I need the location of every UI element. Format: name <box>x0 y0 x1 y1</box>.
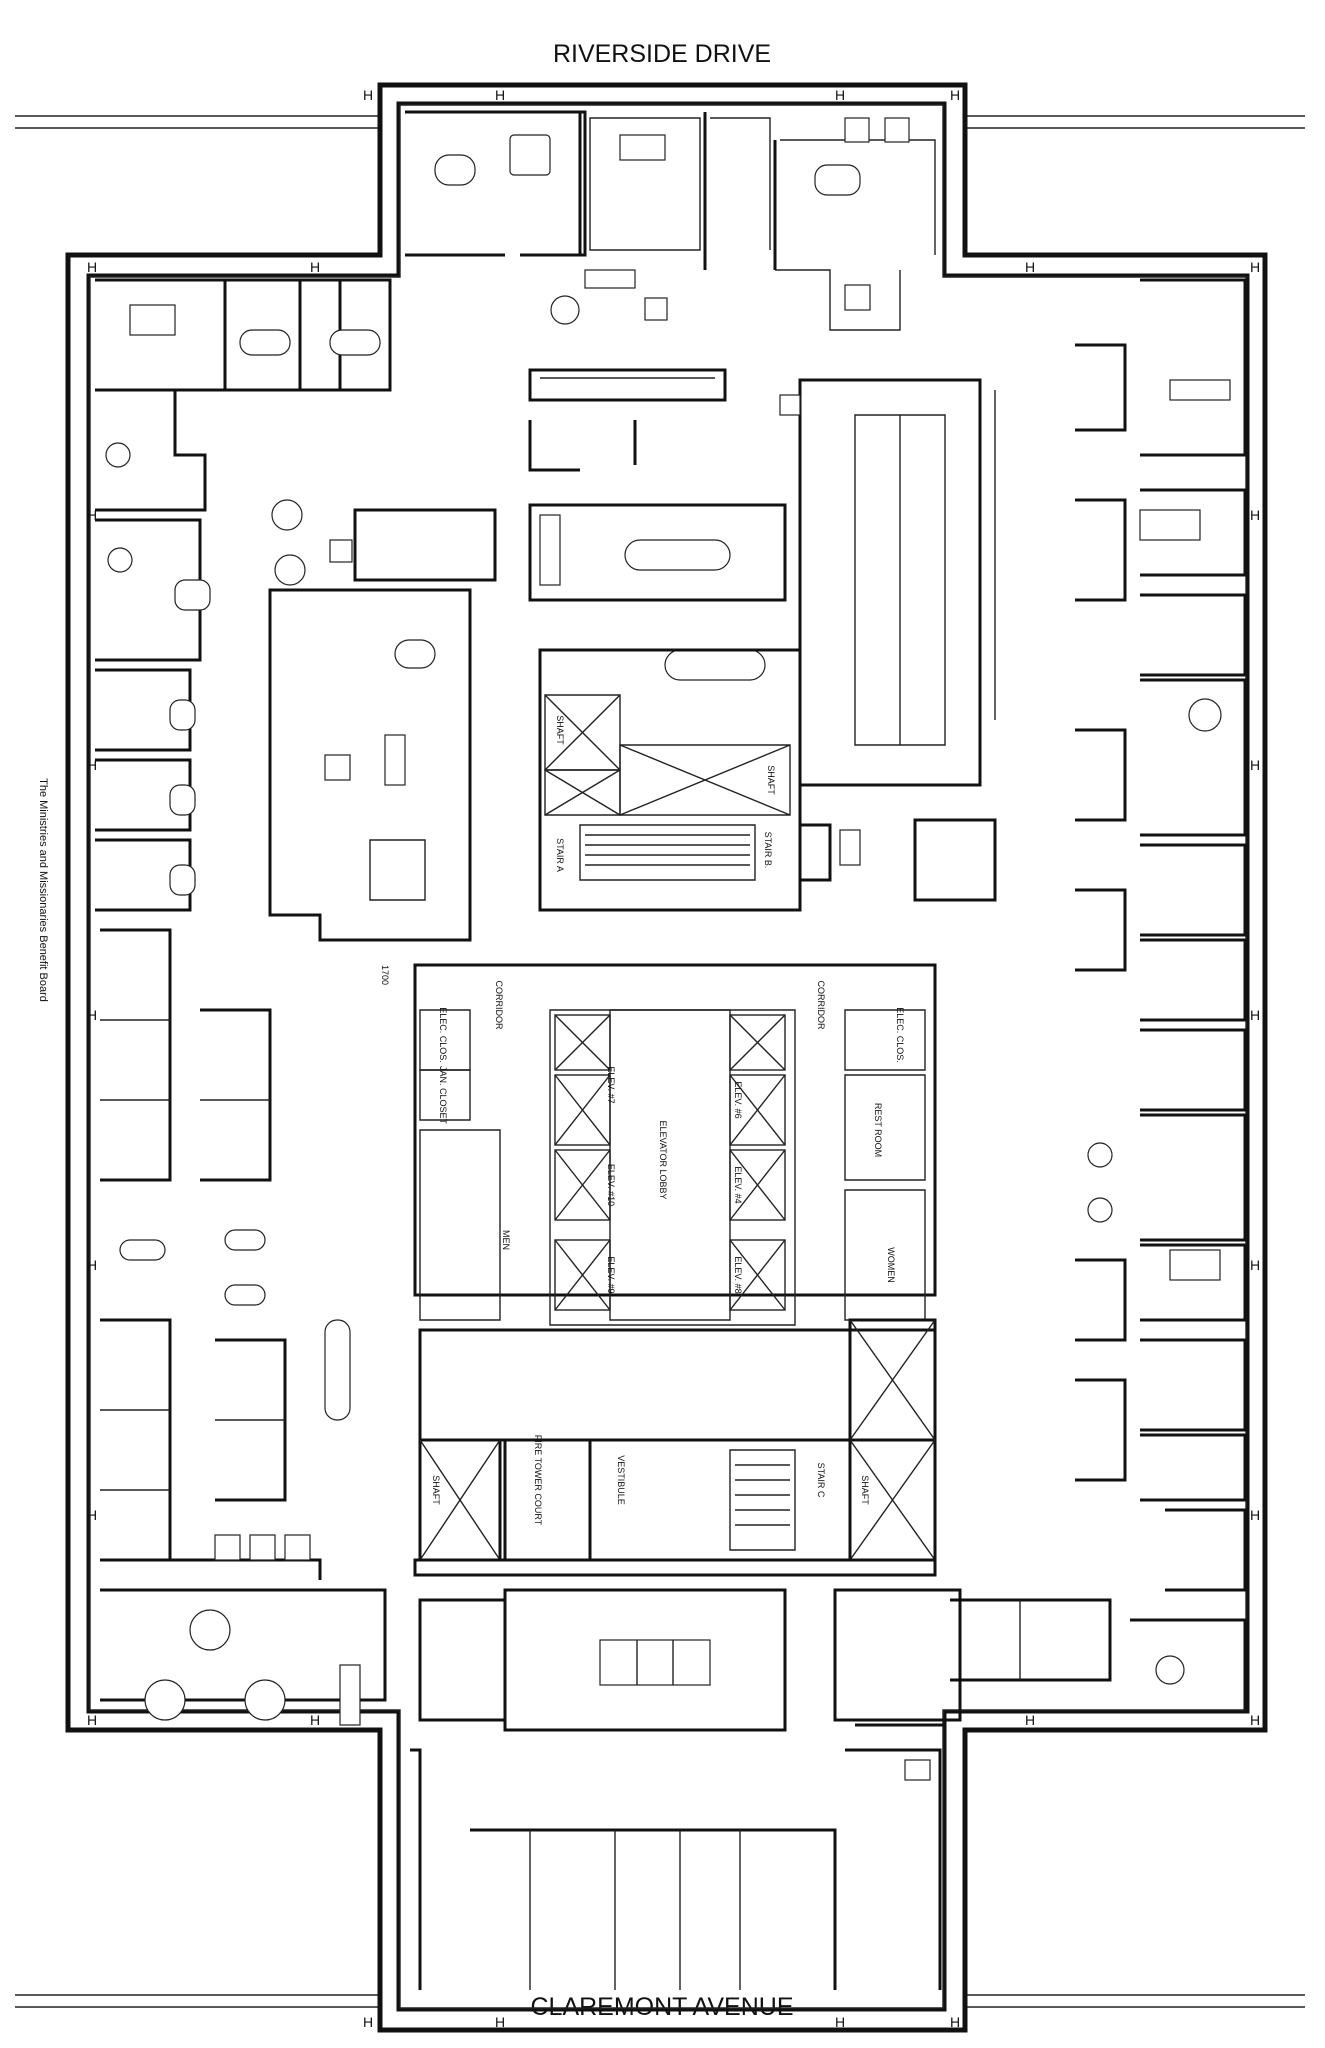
elev-10-label: ELEV. #10 <box>606 1164 616 1206</box>
heater-marker: H <box>1250 1007 1260 1023</box>
firm-name-label: The Ministries and Missionaries Benefit … <box>37 778 49 1002</box>
heater-marker: H <box>1250 1507 1260 1523</box>
elec-clos-right-label: ELEC. CLOS. <box>895 1007 905 1063</box>
lower-left-meeting <box>100 1588 387 1726</box>
elev-9-label: ELEV. #9 <box>606 1256 616 1293</box>
heater-marker: H <box>495 87 505 103</box>
heater-marker: H <box>87 1007 97 1023</box>
left-offices <box>95 278 392 912</box>
elec-clos-left-label: ELEC. CLOS. <box>438 1007 448 1063</box>
heater-marker: H <box>363 2014 373 2030</box>
heater-marker: H <box>87 1257 97 1273</box>
outer-walls <box>65 82 1268 2033</box>
street-lines <box>15 115 1305 2008</box>
heater-marker: H <box>1250 1257 1260 1273</box>
left-workstations <box>100 928 351 1580</box>
women-label: WOMEN <box>886 1247 896 1283</box>
heater-marker: H <box>495 2014 505 2030</box>
heater-marker: H <box>1025 1712 1035 1728</box>
shaft-label-2: SHAFT <box>766 765 776 795</box>
heater-marker: H <box>87 1712 97 1728</box>
heater-marker: H <box>310 1712 320 1728</box>
heater-marker: H <box>950 2014 960 2030</box>
room-labels: The Ministries and Missionaries Benefit … <box>37 715 905 1526</box>
suite-1700-room <box>268 499 497 942</box>
building-core <box>413 648 937 1577</box>
elevator-lobby-label: ELEVATOR LOBBY <box>658 1120 668 1199</box>
upper-center-offices <box>528 368 997 902</box>
street-bottom-label: CLAREMONT AVENUE <box>530 1993 793 2021</box>
elev-7-label: ELEV. #7 <box>606 1066 616 1103</box>
heater-marker: H <box>1025 259 1035 275</box>
right-offices <box>1075 278 1247 1710</box>
heater-marker: H <box>87 259 97 275</box>
heater-marker: H <box>310 259 320 275</box>
top-wing-offices <box>405 110 936 331</box>
heater-marker: H <box>835 87 845 103</box>
heater-marker: H <box>1250 757 1260 773</box>
stair-c-treads <box>735 1464 790 1526</box>
stair-c-label: STAIR C <box>816 1463 826 1498</box>
stair-b-label: STAIR B. <box>763 832 773 869</box>
bottom-wing-offices <box>410 1723 945 1990</box>
stair-a-label: STAIR A <box>555 838 565 872</box>
men-label: MEN <box>501 1230 511 1250</box>
stair-treads <box>585 834 750 866</box>
bottom-conference <box>418 1588 1112 1732</box>
corridor-left-label: CORRIDOR <box>494 981 504 1030</box>
heater-marker: H <box>950 87 960 103</box>
elev-6-label: ELEV. #6 <box>733 1081 743 1118</box>
shaft-label-1: SHAFT <box>555 715 565 745</box>
elevators-left <box>554 1014 611 1311</box>
corridor-right-label: CORRIDOR <box>816 981 826 1030</box>
elev-8-label: ELEV. #8 <box>733 1256 743 1293</box>
heater-marker: H <box>87 757 97 773</box>
jan-closet-label: JAN. CLOSET <box>438 1066 448 1125</box>
heater-marker: H <box>87 1507 97 1523</box>
heater-marker: H <box>363 87 373 103</box>
heater-marker: H <box>1250 259 1260 275</box>
heater-marker: H <box>1250 1712 1260 1728</box>
street-top-label: RIVERSIDE DRIVE <box>553 40 771 68</box>
vestibule-label: VESTIBULE <box>616 1455 626 1505</box>
shaft-label-3: SHAFT <box>431 1475 441 1505</box>
fire-tower-court-label: FIRE TOWER COURT <box>533 1435 543 1526</box>
heater-marker: H <box>835 2014 845 2030</box>
heater-marker: H <box>87 507 97 523</box>
rest-room-label: REST ROOM <box>873 1103 883 1157</box>
elevators-right <box>729 1014 786 1311</box>
suite-number-label: 1700 <box>380 965 390 985</box>
heater-markers: H H H H H H H H H H H H H H H H H H H H … <box>87 87 1260 2030</box>
heater-marker: H <box>1250 507 1260 523</box>
elev-4-label: ELEV. #4 <box>733 1166 743 1203</box>
shaft-label-4: SHAFT <box>860 1475 870 1505</box>
